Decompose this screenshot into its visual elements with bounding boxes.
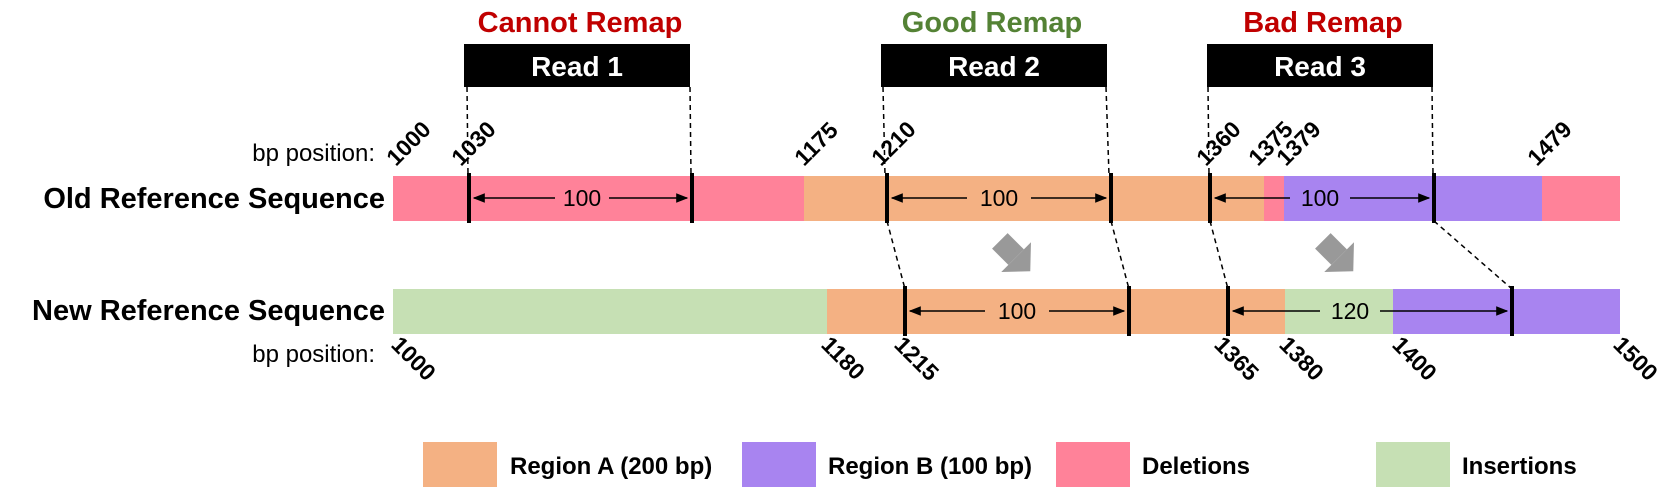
length-arrows: [472, 193, 1509, 316]
new-reference-bar: [393, 289, 1620, 334]
old-position-1030: 1030: [446, 116, 501, 171]
old-position-1175: 1175: [789, 117, 843, 171]
read-3-box: Read 3: [1207, 44, 1433, 87]
down-arrow-icon: [1315, 233, 1354, 272]
legend-swatch-region-a: [423, 442, 497, 487]
legend-label-region-b: Region B (100 bp): [828, 453, 1032, 480]
old-position-1360: 1360: [1191, 116, 1246, 171]
legend-swatch-region-b: [742, 442, 816, 487]
old-deletion-segment: [1542, 176, 1620, 221]
new-position-labels: 1000 1180 1215 1365 1380 1400 1500: [386, 331, 1661, 386]
new-position-1215: 1215: [889, 331, 944, 386]
new-reference-label: New Reference Sequence: [32, 295, 385, 327]
old-position-labels: 1000 1030 1175 1210 1360 1375 1379 1479: [381, 116, 1577, 171]
legend-swatch-insertions: [1376, 442, 1450, 487]
legend-label-region-a: Region A (200 bp): [510, 453, 712, 480]
length-read1-old: 100: [563, 185, 601, 211]
down-arrow-icon: [992, 233, 1031, 272]
length-read2-old: 100: [980, 185, 1018, 211]
length-read3-new: 120: [1331, 298, 1369, 324]
outcome-good-remap: Good Remap: [902, 7, 1082, 39]
read-3-label: Read 3: [1274, 51, 1366, 82]
legend-label-deletions: Deletions: [1142, 453, 1250, 480]
new-position-1500: 1500: [1608, 331, 1661, 386]
legend: Region A (200 bp) Region B (100 bp) Dele…: [423, 442, 1577, 487]
read-2-label: Read 2: [948, 51, 1040, 82]
outcome-cannot-remap: Cannot Remap: [478, 7, 683, 39]
new-position-1180: 1180: [816, 331, 870, 385]
legend-swatch-deletions: [1056, 442, 1130, 487]
new-position-1365: 1365: [1209, 331, 1264, 386]
read-1-label: Read 1: [531, 51, 623, 82]
new-position-1380: 1380: [1274, 331, 1329, 386]
length-read2-new: 100: [998, 298, 1036, 324]
read-connectors: [466, 86, 1434, 176]
old-position-1000: 1000: [381, 116, 436, 171]
bp-position-label-new: bp position:: [252, 341, 375, 368]
read-boundary-ticks: [467, 173, 1514, 336]
new-position-1000: 1000: [386, 331, 441, 386]
new-insertion-segment: [393, 289, 827, 334]
old-position-1210: 1210: [866, 116, 921, 171]
read-2-box: Read 2: [881, 44, 1107, 87]
mapping-lines: [886, 220, 1513, 290]
bp-position-label-old: bp position:: [252, 140, 375, 167]
old-position-1479: 1479: [1522, 116, 1577, 171]
legend-label-insertions: Insertions: [1462, 453, 1577, 480]
read-1-box: Read 1: [464, 44, 690, 87]
old-deletion-segment: [393, 176, 804, 221]
old-reference-label: Old Reference Sequence: [43, 183, 385, 215]
new-position-1400: 1400: [1387, 331, 1442, 386]
length-read3-old: 100: [1301, 185, 1339, 211]
outcome-bad-remap: Bad Remap: [1243, 7, 1403, 39]
